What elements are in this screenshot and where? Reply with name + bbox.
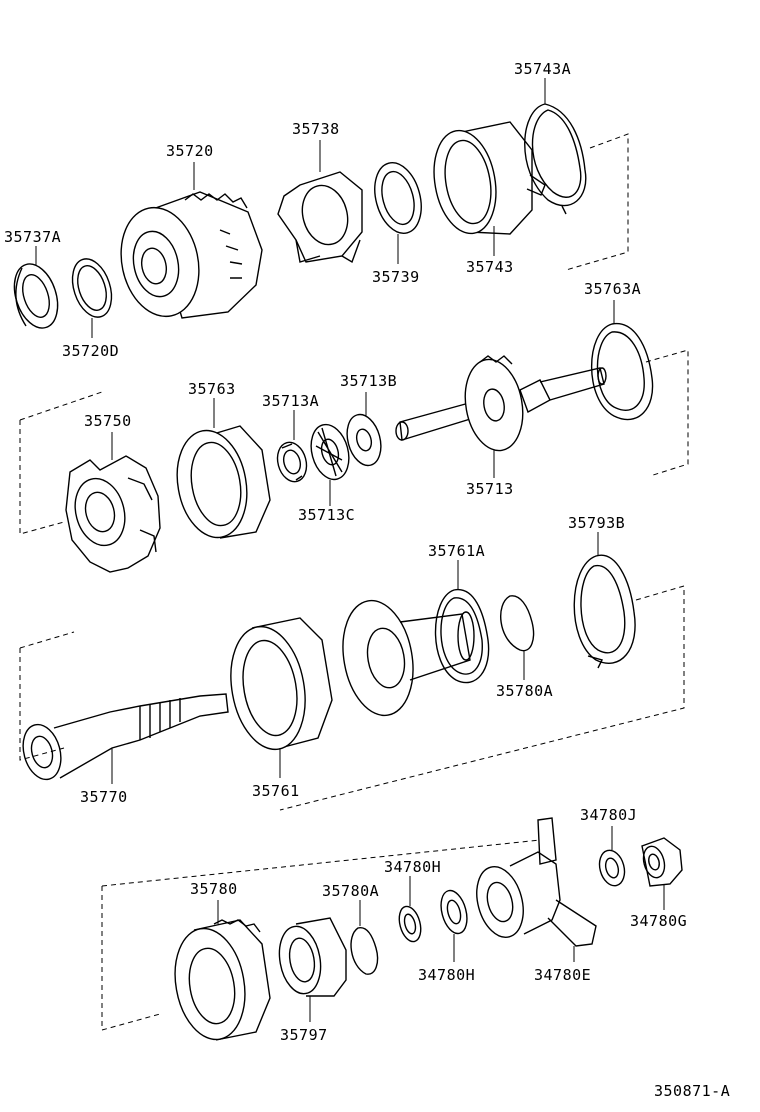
part-35713a-bushing — [276, 441, 308, 483]
part-35750-planetary-carrier — [65, 455, 161, 573]
part-35720-clutch-drum — [120, 191, 263, 319]
part-34780h-washer-lower — [440, 889, 468, 935]
part-35770-output-shaft — [22, 693, 229, 781]
label-34780e: 34780E — [534, 966, 591, 984]
label-35739: 35739 — [372, 268, 420, 286]
part-35739-snap-ring — [374, 162, 422, 234]
part-35738-retainer — [277, 171, 363, 264]
part-34780j-oil-seal — [598, 849, 626, 887]
label-35763: 35763 — [188, 380, 236, 398]
part-35713c-thrust-bearing — [310, 423, 350, 481]
part-35797-needle-bearing — [278, 917, 347, 997]
part-34780g-nut — [641, 837, 683, 887]
label-35743a: 35743A — [514, 60, 571, 78]
part-35761a-snap-ring — [434, 589, 490, 684]
part-35793b-spring — [573, 554, 636, 669]
part-35763a-snap-ring — [590, 322, 654, 421]
label-35743: 35743 — [466, 258, 514, 276]
label-35761: 35761 — [252, 782, 300, 800]
part-35763-ring-gear — [176, 425, 271, 539]
part-34780h-washer-upper — [398, 905, 422, 943]
label-34780h-lower: 34780H — [418, 966, 475, 984]
label-35750: 35750 — [84, 412, 132, 430]
label-35720d: 35720D — [62, 342, 119, 360]
label-35737a: 35737A — [4, 228, 61, 246]
part-34780e-companion-flange — [476, 817, 597, 947]
label-35761a: 35761A — [428, 542, 485, 560]
part-35743a-snap-ring — [524, 103, 587, 215]
label-35713c: 35713C — [298, 506, 355, 524]
part-sun-gear-drum — [342, 599, 475, 717]
part-35780a-snap-ring-upper — [500, 595, 535, 652]
part-35780a-snap-ring-lower — [350, 927, 379, 975]
label-35780a-upper: 35780A — [496, 682, 553, 700]
label-35797: 35797 — [280, 1026, 328, 1044]
label-35770: 35770 — [80, 788, 128, 806]
part-35713b-thrust-washer — [346, 413, 382, 467]
part-35743-clutch-hub — [433, 121, 546, 235]
label-35713a: 35713A — [262, 392, 319, 410]
label-35713b: 35713B — [340, 372, 397, 390]
part-35761-ring-gear — [230, 617, 333, 751]
label-35738: 35738 — [292, 120, 340, 138]
part-35737a-oil-seal — [13, 263, 59, 329]
label-35780a-lower: 35780A — [322, 882, 379, 900]
part-35780-clutch-drum — [174, 919, 271, 1041]
label-35793b: 35793B — [568, 514, 625, 532]
label-34780g: 34780G — [630, 912, 687, 930]
label-35713: 35713 — [466, 480, 514, 498]
label-35720: 35720 — [166, 142, 214, 160]
label-34780h-upper: 34780H — [384, 858, 441, 876]
label-35780: 35780 — [190, 880, 238, 898]
part-35713-sun-gear-shaft — [395, 355, 607, 452]
diagram-code: 350871-A — [654, 1082, 730, 1100]
part-35720d-ring — [71, 258, 113, 318]
label-34780j: 34780J — [580, 806, 637, 824]
label-35763a: 35763A — [584, 280, 641, 298]
